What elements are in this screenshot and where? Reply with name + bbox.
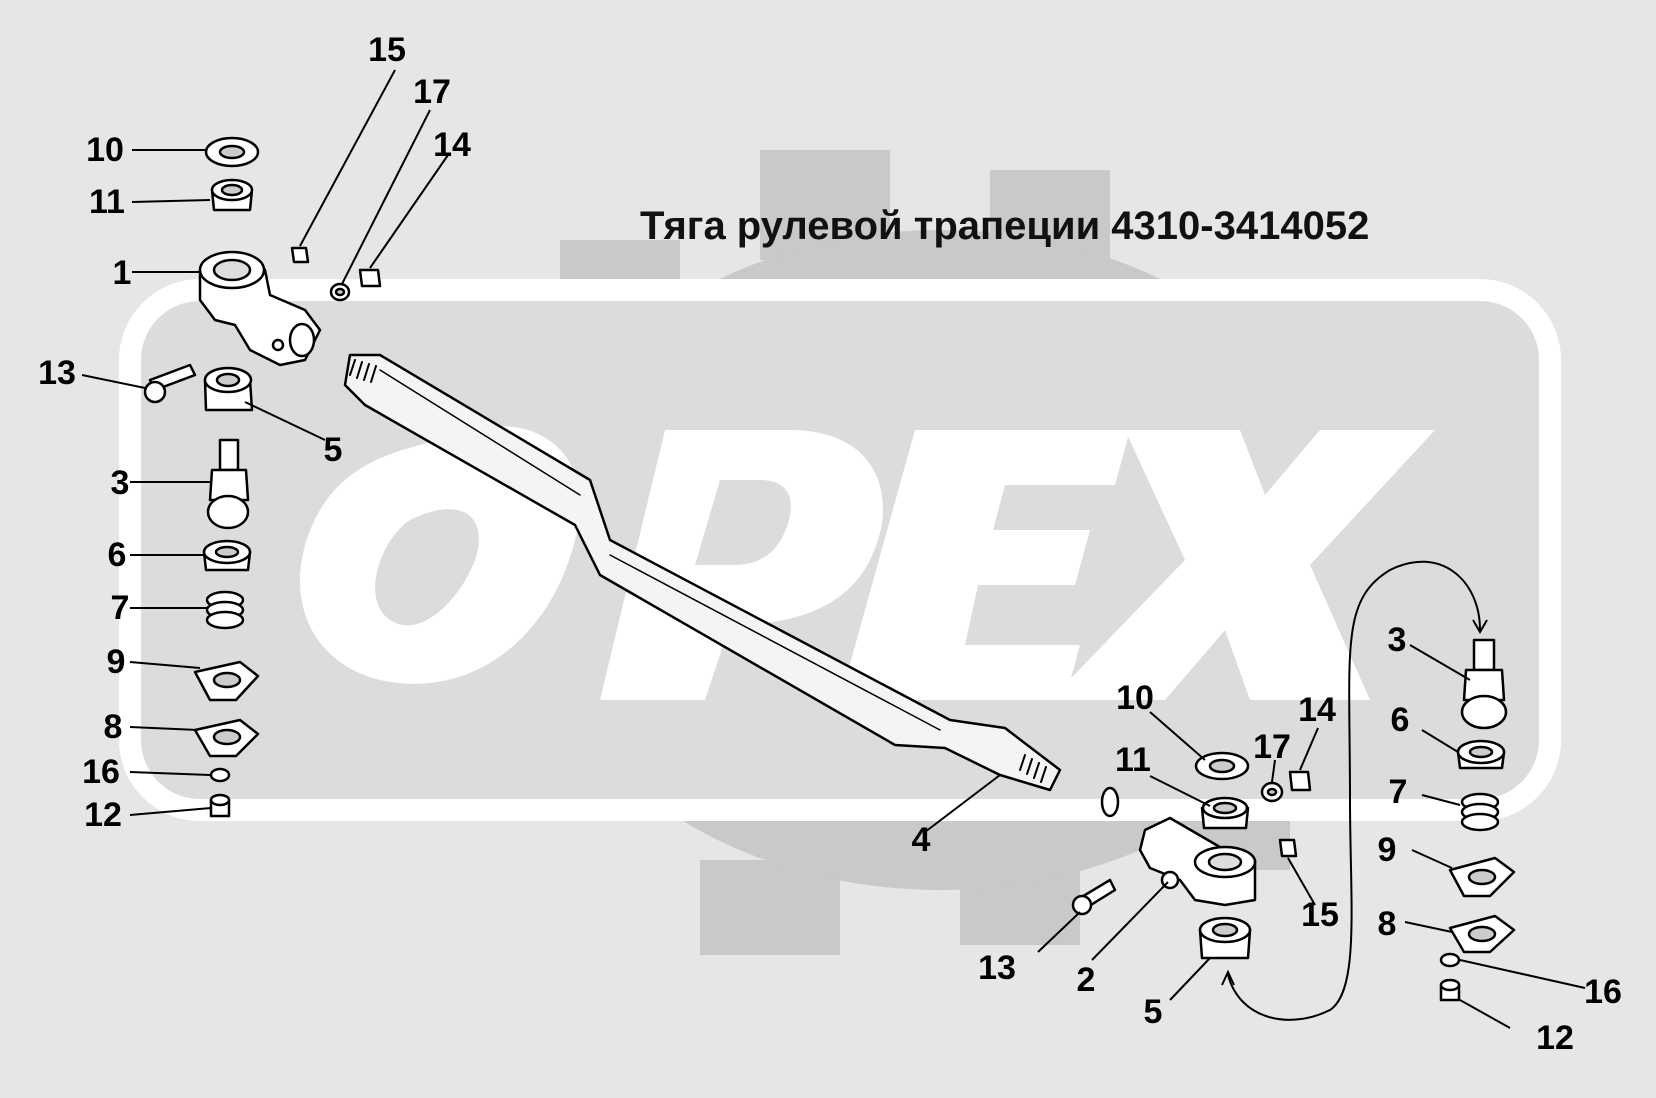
callout-9-left: 9 [106,643,126,681]
callout-3-right: 3 [1387,621,1407,659]
part-6-left [202,539,252,572]
assembly-path-arrow [1221,560,1488,1021]
part-5-left [203,366,254,412]
callout-8-right: 8 [1377,905,1397,943]
part-17-right [1260,781,1284,803]
callout-6-left: 6 [107,536,127,574]
part-11-left [210,178,254,212]
callout-17-right: 17 [1253,728,1291,766]
part-9-right [1448,856,1516,898]
callout-10-left: 10 [86,131,124,169]
part-16-left [209,767,231,783]
callout-2: 2 [1076,961,1096,999]
callout-7-right: 7 [1388,773,1408,811]
part-8-right [1448,914,1516,954]
tip-left [198,250,322,367]
callout-15-right: 15 [1301,896,1339,934]
part-10-right [1194,751,1250,781]
part-5-right [1198,916,1252,960]
callout-5-left: 5 [323,431,343,469]
leader-lines [81,69,1586,1029]
part-12-left [209,793,231,818]
part-12-right [1439,978,1461,1002]
part-13-right [1071,878,1117,916]
part-10-left [204,136,260,168]
callout-4: 4 [911,821,931,859]
callout-11-right: 11 [1115,741,1151,779]
part-11-right [1200,796,1250,830]
callout-12-left: 12 [84,796,122,834]
callout-5-right: 5 [1143,993,1163,1031]
part-13-left [143,363,197,404]
tie-rod [343,353,1120,818]
part-3-left [206,438,250,530]
callout-8-left: 8 [103,708,123,746]
part-7-left [205,590,245,630]
part-14-top [358,268,382,288]
callout-11-left: 11 [89,183,125,221]
part-6-right [1456,739,1506,770]
callout-16-left: 16 [82,753,120,791]
callout-15-top: 15 [368,31,406,69]
callout-9-right: 9 [1377,831,1397,869]
watermark-letters [300,426,1435,700]
diagram-title: Тяга рулевой трапеции 4310-3414052 [640,204,1370,248]
callout-16-right: 16 [1584,973,1622,1011]
callout-13-right: 13 [978,949,1016,987]
part-15-top [290,246,310,264]
part-9-left [193,660,260,702]
part-15-right [1278,838,1298,858]
part-7-right [1460,792,1500,832]
part-17-top [329,282,351,302]
callout-14-right: 14 [1298,691,1336,729]
part-16-right [1439,952,1461,968]
callout-17-top: 17 [413,73,451,111]
callout-14-top: 14 [433,126,471,164]
callout-10-right: 10 [1116,679,1154,717]
callout-13-left: 13 [38,354,76,392]
part-14-right [1288,770,1312,792]
part-8-left [193,718,260,758]
callout-3-left: 3 [110,464,130,502]
callout-7-left: 7 [110,589,130,627]
callout-1: 1 [112,254,132,292]
callout-6-right: 6 [1390,701,1410,739]
callout-12-right: 12 [1536,1019,1574,1057]
part-3-right [1460,638,1508,730]
